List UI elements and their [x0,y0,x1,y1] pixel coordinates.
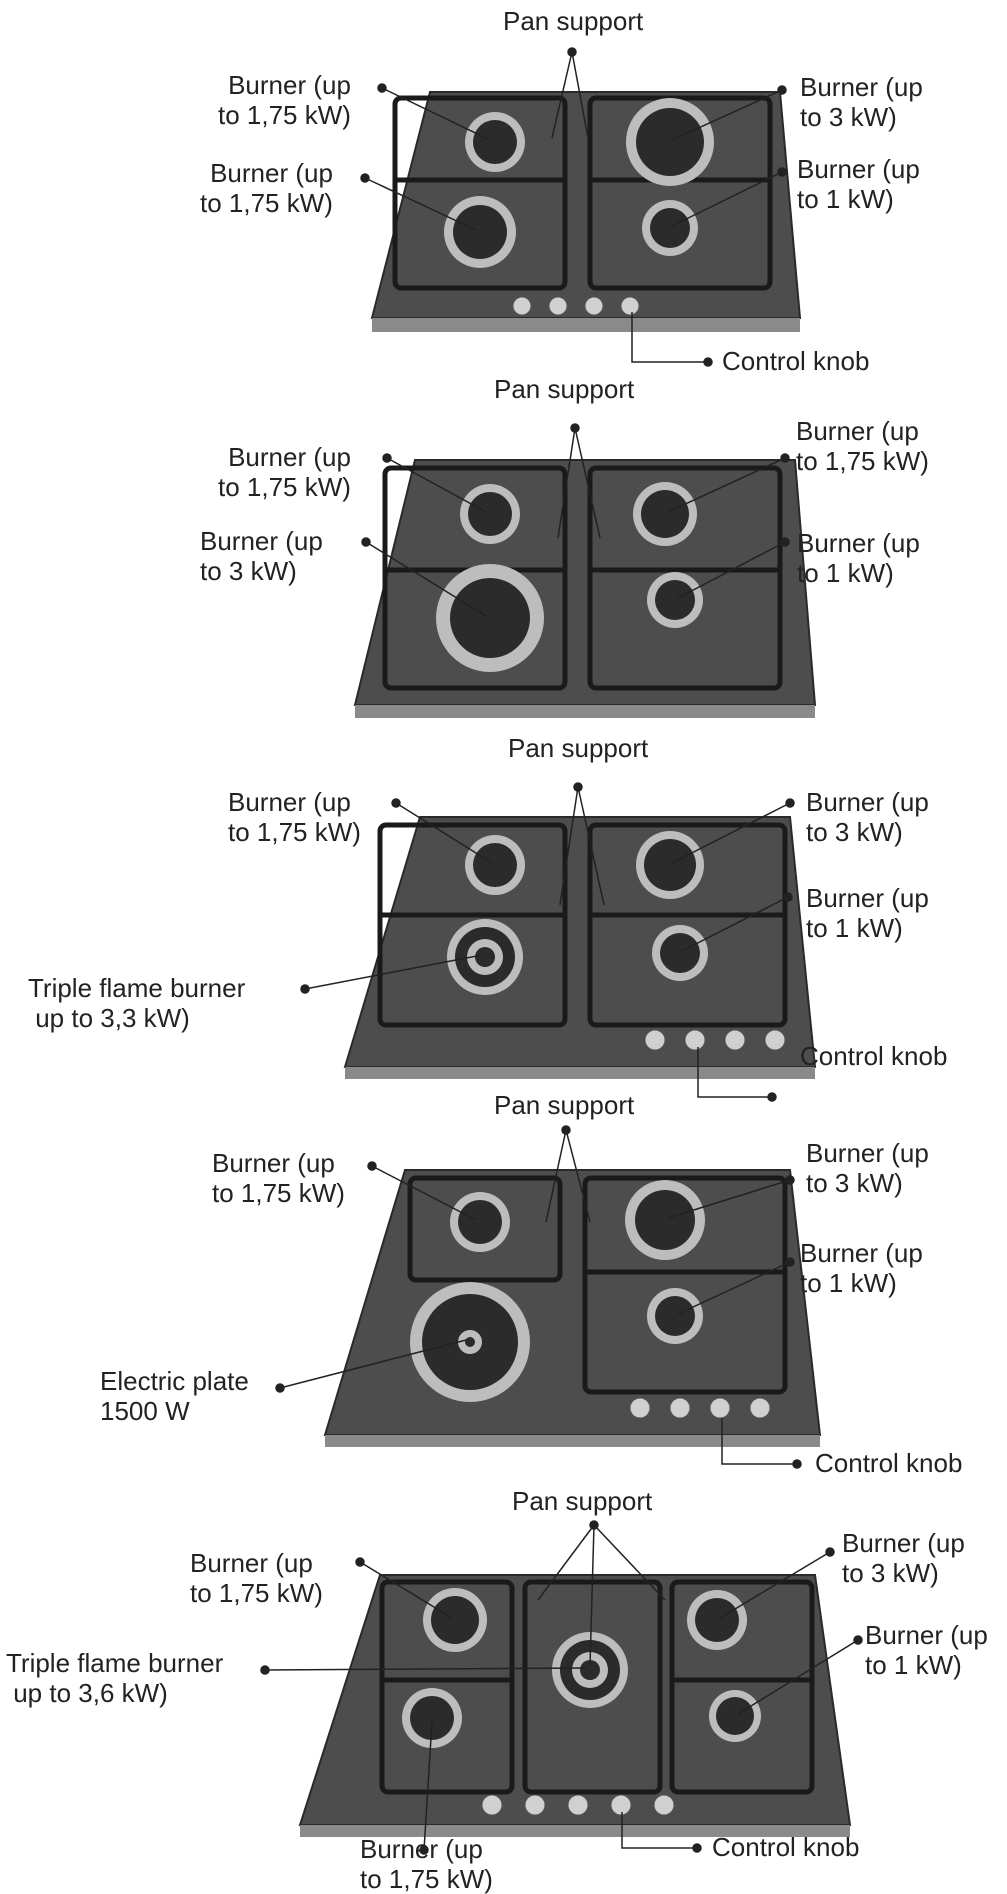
triple-flame-burner-label: Triple flame burner up to 3,3 kW) [28,973,245,1033]
burner-label: Burner (up to 3 kW) [806,787,929,847]
pan-support-label: Pan support [494,1090,634,1120]
hob-surface [345,817,815,1067]
burner-label: Burner (up to 1 kW) [797,154,920,214]
pan-support-label: Pan support [503,6,643,36]
burner-label: Burner (up to 3 kW) [800,72,923,132]
hob-panel-4: Pan support Burner (up to 1,75 kW) Burne… [0,1090,1007,1480]
pan-support-label: Pan support [512,1486,652,1516]
control-knob [725,1030,745,1050]
hob-panel-1: Pan support Burner (up to 1,75 kW) Burne… [0,0,1007,380]
hob-front-edge [355,705,815,718]
pan-support-label: Pan support [508,733,648,763]
control-knob [549,297,567,315]
control-knob [525,1795,545,1815]
burner-label: Burner (up to 1 kW) [806,883,929,943]
burner-label: Burner (up to 3 kW) [200,526,323,586]
burner-label: Burner (up to 1,75 kW) [200,158,333,218]
pan-support-label: Pan support [494,374,634,404]
control-knob [750,1398,770,1418]
control-knob [630,1398,650,1418]
burner-label: Burner (up to 1 kW) [797,528,920,588]
burner-label: Burner (up to 1,75 kW) [796,416,929,476]
control-knob [685,1030,705,1050]
hob-panel-2: Pan support Burner (up to 1,75 kW) Burne… [0,380,1007,725]
triple-flame-burner-label: Triple flame burner up to 3,6 kW) [6,1648,223,1708]
control-knob [513,297,531,315]
burner-label: Burner (up to 1,75 kW) [190,1548,323,1608]
hob-front-edge [372,318,800,332]
control-knob [670,1398,690,1418]
control-knob [654,1795,674,1815]
burner-label: Burner (up to 1,75 kW) [212,1148,345,1208]
burner-label: Burner (up to 3 kW) [842,1528,965,1588]
burner-label: Burner (up to 3 kW) [806,1138,929,1198]
burner-label: Burner (up to 1,75 kW) [218,70,351,130]
control-knob [765,1030,785,1050]
control-knob [585,297,603,315]
control-knob-label: Control knob [800,1041,947,1071]
control-knob [645,1030,665,1050]
burner-label: Burner (up to 1 kW) [865,1620,988,1680]
hob-surface [355,460,815,705]
control-knob-label: Control knob [722,346,869,376]
hob-panel-5: Pan support Burner (up to 1,75 kW) Burne… [0,1480,1007,1893]
burner-label: Burner (up to 1,75 kW) [218,442,351,502]
burner-label: Burner (up to 1,75 kW) [228,787,361,847]
control-knob-label: Control knob [815,1448,962,1478]
burner-label: Burner (up to 1 kW) [800,1238,923,1298]
control-knob-label: Control knob [712,1832,859,1862]
hob-surface [325,1170,820,1435]
control-knob [611,1795,631,1815]
burner-label: Burner (up to 1,75 kW) [360,1834,493,1894]
control-knob [568,1795,588,1815]
control-knob [621,297,639,315]
hob-front-edge [325,1435,820,1447]
electric-plate-label: Electric plate 1500 W [100,1366,249,1426]
control-knob [482,1795,502,1815]
hob-front-edge [345,1067,815,1079]
hob-panel-3: Pan support Burner (up to 1,75 kW) Burne… [0,725,1007,1090]
control-knob [710,1398,730,1418]
